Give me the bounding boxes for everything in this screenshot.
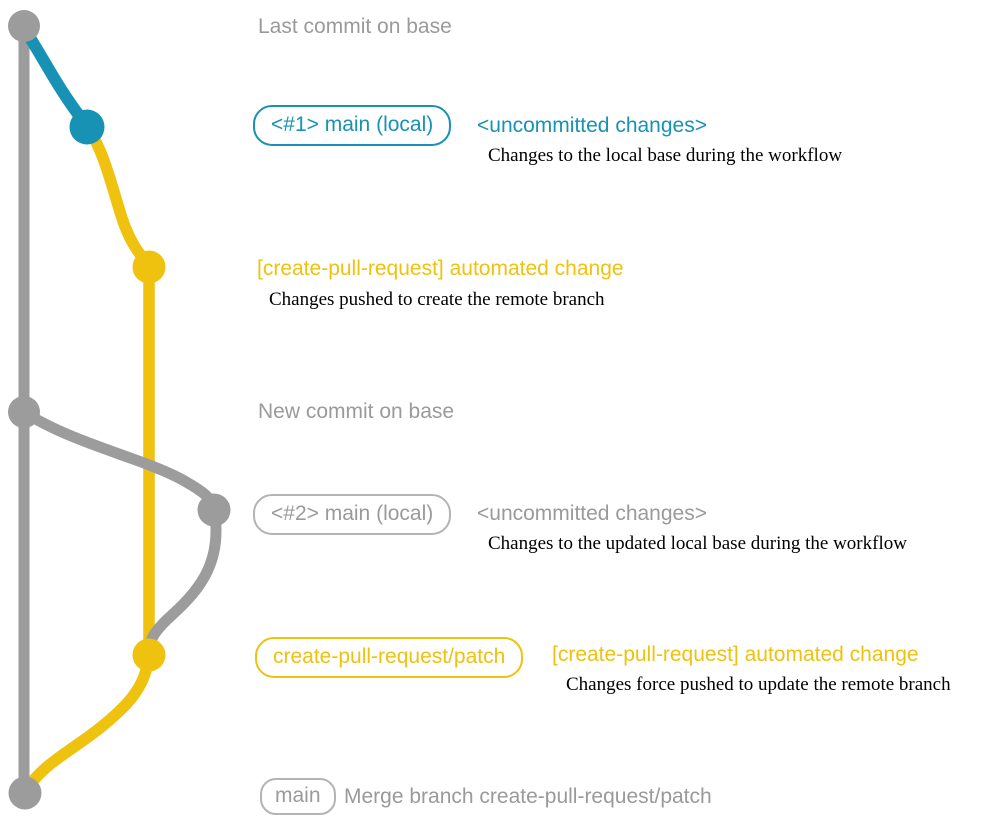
commit-message-automated-change-2: [create-pull-request] automated change xyxy=(552,643,919,666)
commit-dot-last-commit-on-base xyxy=(8,10,40,42)
branch-badge-patch: create-pull-request/patch xyxy=(255,637,524,679)
main-local-branch-line-2 xyxy=(18,406,220,515)
branch-badge-main: main xyxy=(260,778,336,816)
label-last-commit-on-base: Last commit on base xyxy=(258,15,452,38)
patch-branch-line xyxy=(81,120,155,661)
commit-dot-automated-change-2 xyxy=(132,638,166,672)
description-uncommitted-changes-2: Changes to the updated local base during… xyxy=(488,533,907,554)
description-uncommitted-changes-1: Changes to the local base during the wor… xyxy=(488,145,843,166)
branch-badge-main-local-1: <#1> main (local) xyxy=(253,105,452,147)
commit-dot-new-commit-on-base xyxy=(8,396,40,428)
main-local-to-patch-line xyxy=(143,503,222,659)
description-automated-change-1: Changes pushed to create the remote bran… xyxy=(269,289,605,310)
commit-dot-uncommitted-changes-2 xyxy=(197,493,231,527)
commit-dot-merge-commit xyxy=(8,776,42,810)
commit-message-uncommitted-changes-2: <uncommitted changes> xyxy=(477,502,707,525)
description-automated-change-2: Changes force pushed to update the remot… xyxy=(566,674,951,695)
label-new-commit-on-base: New commit on base xyxy=(258,400,455,423)
patch-merge-line xyxy=(20,649,155,797)
commit-message-merge: Merge branch create-pull-request/patch xyxy=(344,785,712,808)
commit-message-automated-change-1: [create-pull-request] automated change xyxy=(257,257,624,280)
commit-dot-automated-change-1 xyxy=(132,250,166,284)
git-graph xyxy=(8,10,231,810)
commit-dot-uncommitted-changes-1 xyxy=(69,109,105,145)
main-local-branch-line-1 xyxy=(19,24,93,132)
commit-message-uncommitted-changes-1: <uncommitted changes> xyxy=(477,114,707,137)
branch-badge-main-local-2: <#2> main (local) xyxy=(253,494,452,536)
